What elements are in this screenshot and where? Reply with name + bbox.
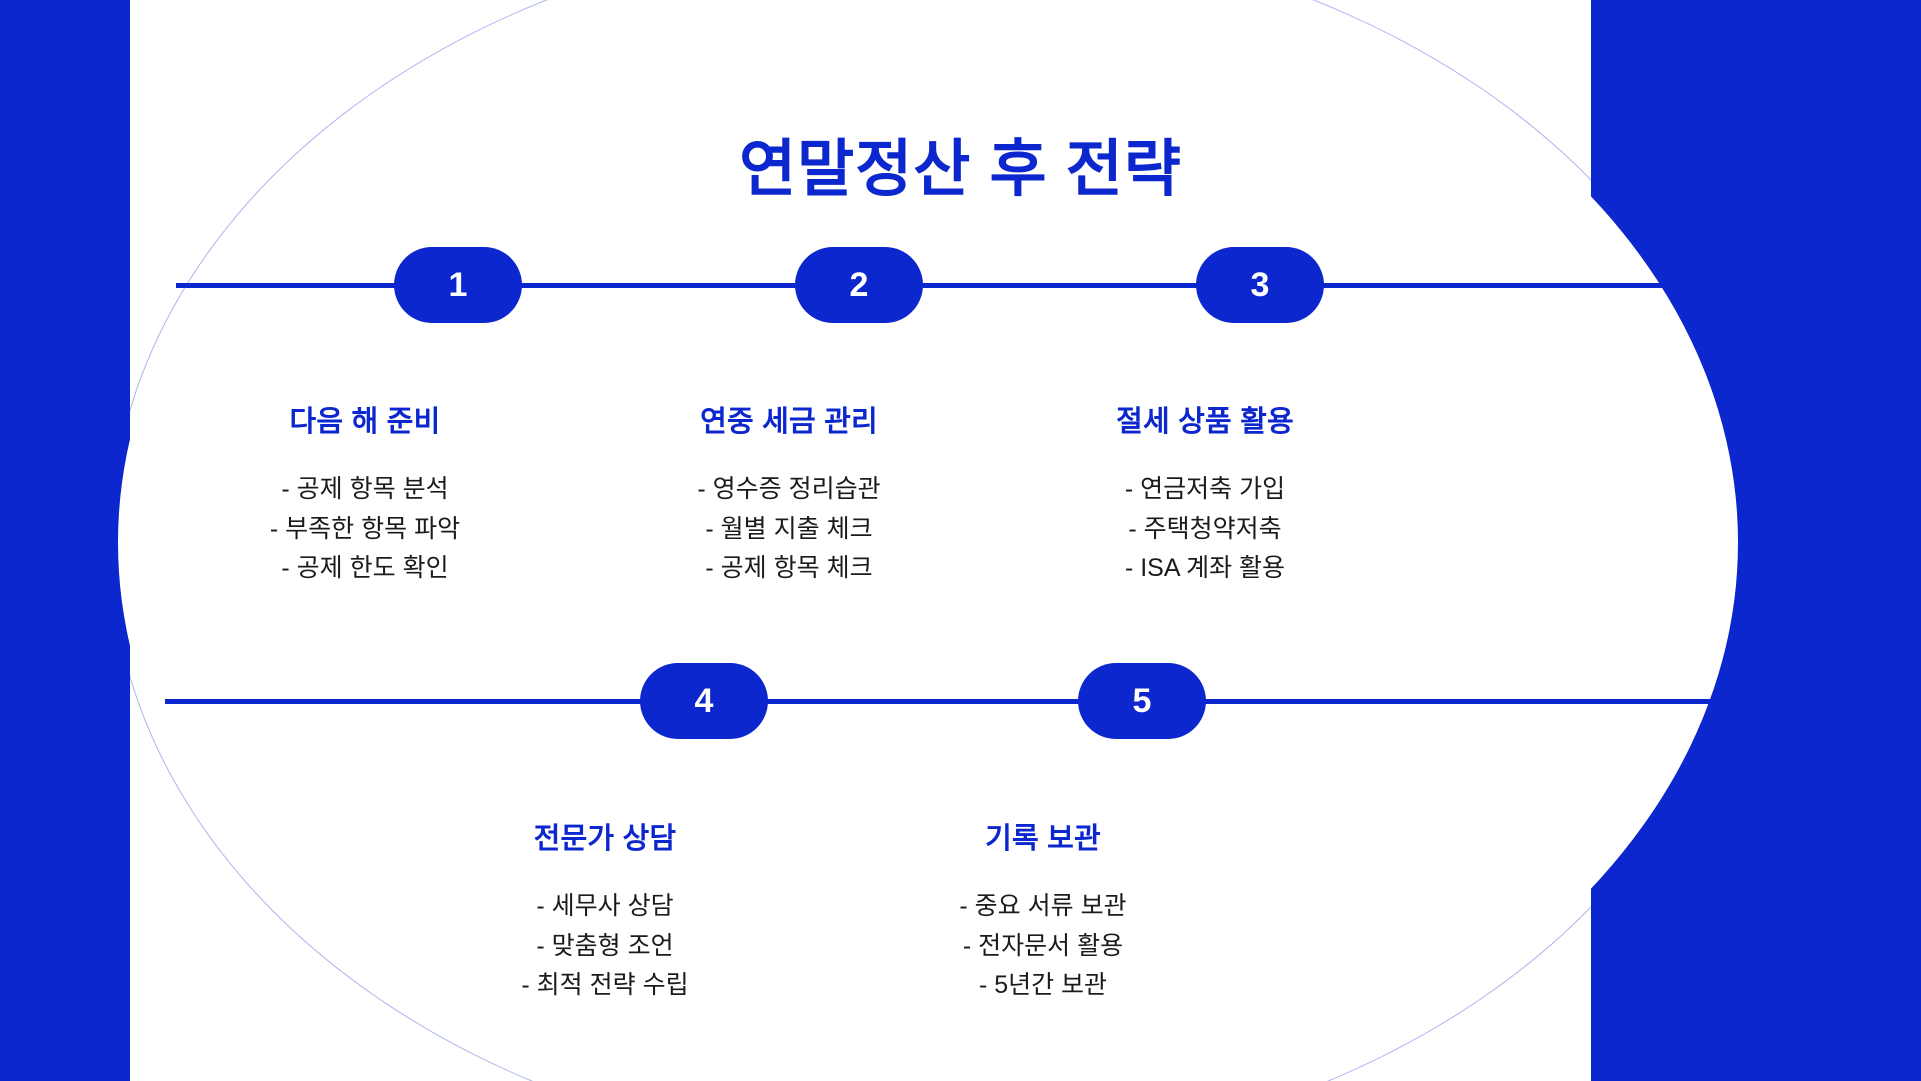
step-item: - 중요 서류 보관 bbox=[959, 892, 1127, 920]
step-badge-2[interactable]: 2 bbox=[795, 247, 923, 323]
step-item: - 전자문서 활용 bbox=[962, 931, 1124, 960]
step-item: - 주택청약저축 bbox=[1128, 514, 1282, 543]
page-title: 연말정산 후 전략 bbox=[739, 134, 1182, 204]
step-item: - 공제 한도 확인 bbox=[281, 554, 449, 582]
left-blue-panel bbox=[0, 0, 130, 1081]
step-item: - 5년간 보관 bbox=[978, 971, 1108, 999]
step-badge-3[interactable]: 3 bbox=[1196, 247, 1324, 323]
timeline-rail-bottom bbox=[165, 699, 1785, 704]
step-badge-1[interactable]: 1 bbox=[394, 247, 522, 323]
step-heading-4: 전문가 상담 bbox=[533, 823, 677, 855]
step-item: - 세무사 상담 bbox=[536, 892, 674, 920]
step-heading-2: 연중 세금 관리 bbox=[700, 406, 878, 438]
step-item: - ISA 계좌 활용 bbox=[1124, 554, 1286, 582]
step-badge-5[interactable]: 5 bbox=[1078, 663, 1206, 739]
step-heading-5: 기록 보관 bbox=[985, 823, 1101, 855]
step-block-3: 절세 상품 활용 - 연금저축 가입 - 주택청약저축 - ISA 계좌 활용 bbox=[1040, 398, 1370, 589]
step-heading-3: 절세 상품 활용 bbox=[1116, 406, 1294, 438]
step-item: - 최적 전략 수립 bbox=[521, 971, 689, 999]
step-block-4: 전문가 상담 - 세무사 상담 - 맞춤형 조언 - 최적 전략 수립 bbox=[440, 815, 770, 1006]
step-block-1: 다음 해 준비 - 공제 항목 분석 - 부족한 항목 파악 - 공제 한도 확… bbox=[200, 398, 530, 589]
step-heading-1: 다음 해 준비 bbox=[289, 406, 441, 438]
step-item: - 영수증 정리습관 bbox=[697, 475, 881, 503]
step-item: - 맞춤형 조언 bbox=[536, 931, 674, 960]
step-item: - 공제 항목 분석 bbox=[281, 475, 449, 503]
step-item: - 부족한 항목 파악 bbox=[269, 514, 461, 543]
step-item: - 월별 지출 체크 bbox=[705, 514, 873, 543]
step-block-5: 기록 보관 - 중요 서류 보관 - 전자문서 활용 - 5년간 보관 bbox=[878, 815, 1208, 1006]
step-badge-4[interactable]: 4 bbox=[640, 663, 768, 739]
four-point-star-icon bbox=[1790, 750, 1900, 860]
step-block-2: 연중 세금 관리 - 영수증 정리습관 - 월별 지출 체크 - 공제 항목 체… bbox=[624, 398, 954, 589]
white-ellipse-shape bbox=[118, 0, 1738, 1081]
step-item: - 연금저축 가입 bbox=[1124, 475, 1286, 503]
brand-vertical-label: MIRI COMPANY bbox=[36, 640, 59, 834]
timeline-rail-top bbox=[176, 283, 1746, 288]
step-item: - 공제 항목 체크 bbox=[705, 554, 873, 582]
